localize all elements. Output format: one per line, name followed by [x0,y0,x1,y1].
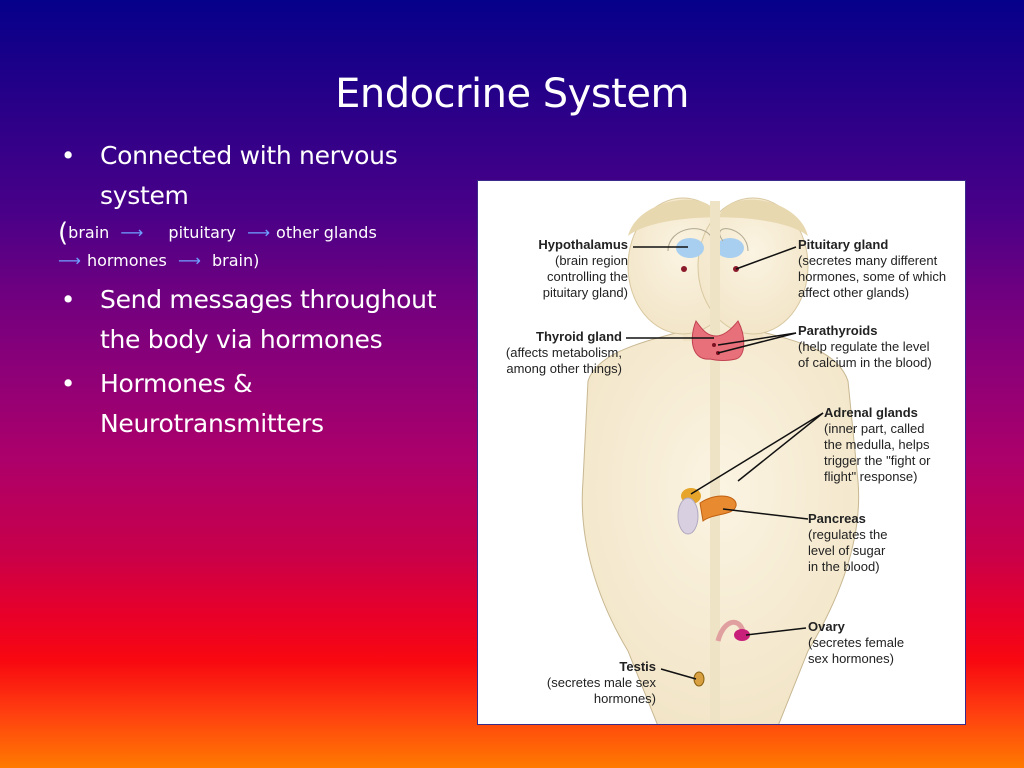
flow-open-paren: ( [58,218,69,248]
label-title: Adrenal glands [824,405,918,420]
label-desc: (secretes female [808,635,905,650]
arrow-right-icon: ⟶ [247,223,271,242]
label-title: Thyroid gland [536,329,622,344]
label-desc: of calcium in the blood) [798,355,932,370]
arrow-right-icon: ⟶ [120,223,144,242]
label-desc: sex hormones) [808,651,894,666]
label-desc: pituitary gland) [542,285,628,300]
flow-step: hormones [86,251,167,270]
label-parathyroids: Parathyroids (help regulate the level of… [798,323,963,371]
label-desc: (affects metabolism, [505,345,622,360]
label-desc: flight" response) [824,469,918,484]
label-desc: hormones, some of which [798,269,947,284]
label-title: Testis [619,659,656,674]
label-title: Parathyroids [798,323,878,338]
bullet-text: Send messages throughout the body via ho… [100,285,437,354]
bullet-item: • Connected with nervous system [58,136,458,216]
label-title: Hypothalamus [538,237,628,252]
bullet-item: • Send messages throughout the body via … [58,280,458,360]
label-hypothalamus: Hypothalamus (brain region controlling t… [498,237,628,301]
label-desc: (regulates the [808,527,888,542]
arrow-right-icon: ⟶ [58,251,81,270]
bullet-text: Connected with nervous system [100,141,398,210]
label-title: Pituitary gland [798,237,889,252]
label-testis: Testis (secretes male sex hormones) [518,659,656,707]
label-ovary: Ovary (secretes female sex hormones) [808,619,948,667]
label-desc: in the blood) [808,559,880,574]
label-desc: among other things) [506,361,622,376]
label-adrenal: Adrenal glands (inner part, called the m… [824,405,964,485]
bullet-dot-icon: • [60,369,76,398]
label-desc: (secretes many different [798,253,938,268]
slide-content: • Connected with nervous system (brain ⟶… [58,136,458,444]
label-desc: (secretes male sex [546,675,656,690]
bullet-item: • Hormones & Neurotransmitters [58,364,458,444]
bullet-dot-icon: • [60,285,76,314]
label-thyroid: Thyroid gland (affects metabolism, among… [482,329,622,377]
label-desc: (help regulate the level [798,339,930,354]
flow-sequence: (brain ⟶ pituitary ⟶ other glands ⟶ hormon… [58,218,458,276]
label-desc: hormones) [593,691,656,706]
label-pituitary: Pituitary gland (secretes many different… [798,237,963,301]
label-desc: the medulla, helps [824,437,930,452]
label-desc: (inner part, called [824,421,925,436]
bullet-text: Hormones & Neurotransmitters [100,369,324,438]
label-desc: affect other glands) [798,285,910,300]
flow-step: other glands [276,223,377,242]
arrow-right-icon: ⟶ [177,251,201,270]
label-title: Ovary [808,619,845,634]
label-desc: trigger the "fight or [824,453,931,468]
endocrine-diagram: Hypothalamus (brain region controlling t… [477,180,966,725]
label-desc: level of sugar [808,543,886,558]
label-title: Pancreas [808,511,866,526]
flow-step: brain) [211,251,260,270]
label-pancreas: Pancreas (regulates the level of sugar i… [808,511,948,575]
body-illustration-icon [581,197,860,724]
label-desc: controlling the [547,269,628,284]
slide-title: Endocrine System [335,70,689,117]
flow-step: pituitary [168,223,236,242]
bullet-dot-icon: • [60,141,76,170]
flow-step: brain [68,223,110,242]
label-desc: (brain region [555,253,628,268]
